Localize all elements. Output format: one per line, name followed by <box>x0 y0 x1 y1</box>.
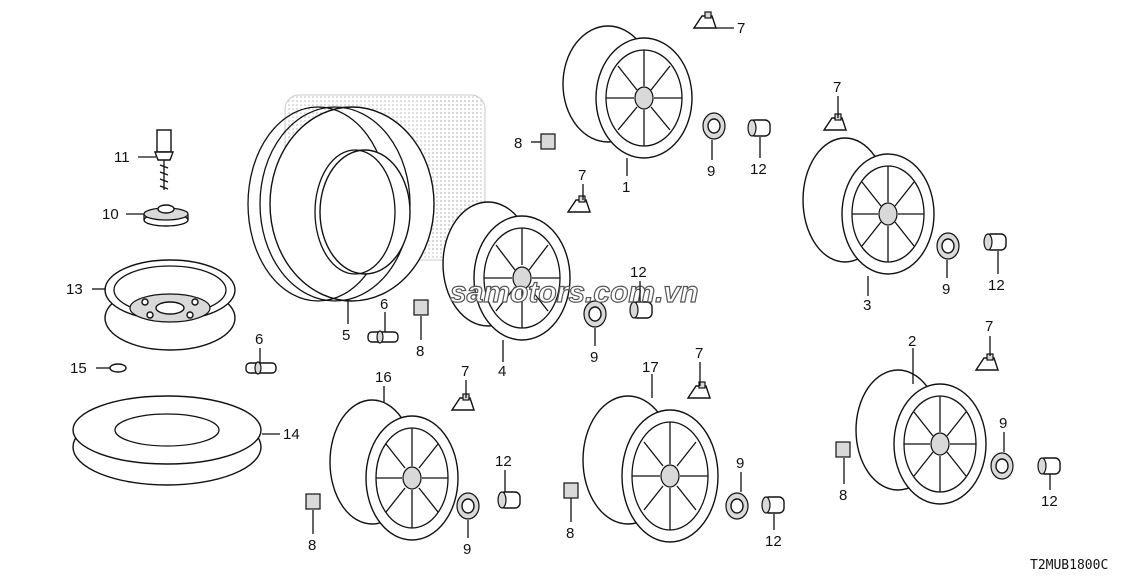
callout-12: 12 <box>495 453 512 470</box>
callout-14: 14 <box>283 426 300 443</box>
balance-weight <box>563 482 579 499</box>
callout-8: 8 <box>416 343 424 360</box>
callout-8: 8 <box>839 487 847 504</box>
lug-nut <box>747 119 771 137</box>
callout-6: 6 <box>255 331 263 348</box>
callout-9: 9 <box>707 163 715 180</box>
tpms-sensor <box>974 353 999 371</box>
balance-weight <box>835 441 851 458</box>
callout-17: 17 <box>642 359 659 376</box>
callout-8: 8 <box>514 135 522 152</box>
lug-nut <box>761 496 785 514</box>
callout-10: 10 <box>102 206 119 223</box>
balance-weight <box>305 493 321 510</box>
callouts: 1 2 3 4 5 6 6 7 7 7 7 7 7 7 8 8 8 8 8 9 … <box>66 20 1058 558</box>
callout-12: 12 <box>630 264 647 281</box>
spare-tire-foam-ring <box>72 395 262 486</box>
callout-9: 9 <box>590 349 598 366</box>
center-cap <box>990 452 1014 480</box>
callout-12: 12 <box>988 277 1005 294</box>
callout-13: 13 <box>66 281 83 298</box>
callout-12: 12 <box>750 161 767 178</box>
lug-nut <box>983 233 1007 251</box>
alloy-wheel <box>855 369 987 505</box>
callout-15: 15 <box>70 360 87 377</box>
balance-weight <box>540 133 556 150</box>
alloy-wheel <box>582 395 719 543</box>
callout-6: 6 <box>380 296 388 313</box>
callout-7: 7 <box>833 79 841 96</box>
valve-stem <box>245 361 277 375</box>
callout-9: 9 <box>999 415 1007 432</box>
alloy-wheel <box>562 25 693 159</box>
center-cap <box>702 112 726 140</box>
callout-5: 5 <box>342 327 350 344</box>
valve-cap <box>109 363 127 373</box>
alloy-wheel <box>442 201 571 341</box>
callout-12: 12 <box>765 533 782 550</box>
callout-3: 3 <box>863 297 871 314</box>
callout-16: 16 <box>375 369 392 386</box>
callout-4: 4 <box>498 363 506 380</box>
spare-wheel <box>104 259 236 351</box>
tpms-sensor <box>686 381 711 399</box>
valve-stem <box>367 330 399 344</box>
callout-9: 9 <box>942 281 950 298</box>
lug-nut <box>497 491 521 509</box>
callout-11: 11 <box>114 149 130 166</box>
callout-9: 9 <box>463 541 471 558</box>
center-cap <box>936 232 960 260</box>
lug-nut <box>629 301 653 319</box>
callout-7: 7 <box>737 20 745 37</box>
callout-7: 7 <box>461 363 469 380</box>
lug-nut <box>1037 457 1061 475</box>
tire <box>247 106 435 302</box>
callout-8: 8 <box>308 537 316 554</box>
watermark-text: samotors.com.vn <box>450 276 698 309</box>
tpms-sensor <box>822 113 847 131</box>
center-cap <box>456 492 480 520</box>
spare-bolt <box>153 129 175 190</box>
tpms-sensor <box>692 11 717 29</box>
spare-nut <box>143 204 189 227</box>
diagram-code: T2MUB1800C <box>1030 558 1108 573</box>
alloy-wheel <box>329 399 459 541</box>
leader-lines <box>92 27 1051 538</box>
callout-7: 7 <box>985 318 993 335</box>
callout-9: 9 <box>736 455 744 472</box>
center-cap <box>583 300 607 328</box>
callout-7: 7 <box>695 345 703 362</box>
center-cap <box>725 492 749 520</box>
alloy-wheel <box>802 137 935 275</box>
callout-8: 8 <box>566 525 574 542</box>
tpms-sensor <box>450 393 475 411</box>
callout-1: 1 <box>622 179 630 196</box>
tpms-sensor <box>566 195 591 213</box>
callout-12: 12 <box>1041 493 1058 510</box>
callout-7: 7 <box>578 167 586 184</box>
callout-2: 2 <box>908 333 916 350</box>
balance-weight <box>413 299 429 316</box>
